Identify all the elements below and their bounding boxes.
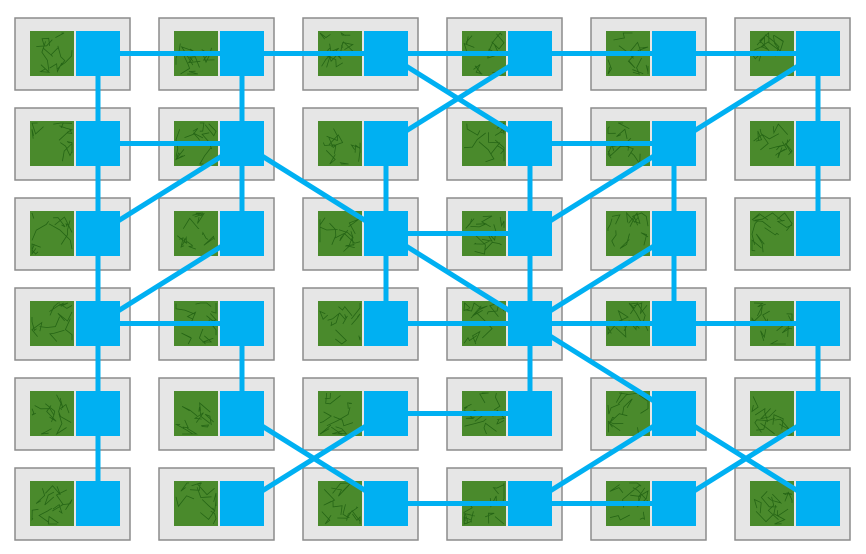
logic-trace-2-1: [177, 212, 215, 250]
logic-block-2-2: [318, 211, 362, 256]
switch-block-1-1: [220, 121, 264, 166]
logic-trace-5-2: [321, 482, 361, 525]
switch-block-1-3: [508, 121, 552, 166]
logic-block-5-2: [318, 481, 362, 526]
switch-block-2-2: [364, 211, 408, 256]
logic-trace-1-5: [753, 123, 793, 159]
switch-block-4-5: [796, 391, 840, 436]
switch-block-5-0: [76, 481, 120, 526]
logic-trace-2-5: [751, 212, 793, 253]
logic-block-1-5: [750, 121, 794, 166]
switch-block-0-4: [652, 31, 696, 76]
logic-trace-4-1: [174, 402, 214, 435]
logic-trace-2-4: [607, 211, 649, 249]
logic-block-4-0: [30, 391, 74, 436]
wire-43: [527, 411, 677, 506]
switch-block-3-0: [76, 301, 120, 346]
switch-block-5-4: [652, 481, 696, 526]
switch-block-5-5: [796, 481, 840, 526]
switch-block-3-2: [364, 301, 408, 346]
logic-block-4-4: [606, 391, 650, 436]
wire-26: [383, 231, 533, 326]
wire-16: [239, 141, 389, 236]
switch-block-4-2: [364, 391, 408, 436]
logic-block-2-0: [30, 211, 74, 256]
wire-37: [527, 321, 677, 416]
switch-block-layer: [76, 31, 840, 526]
logic-trace-2-2: [319, 217, 361, 252]
wire-42: [239, 411, 389, 506]
switch-block-0-3: [508, 31, 552, 76]
logic-trace-1-0: [31, 122, 74, 162]
switch-block-1-2: [364, 121, 408, 166]
switch-block-4-1: [220, 391, 264, 436]
switch-block-1-0: [76, 121, 120, 166]
logic-trace-5-1: [175, 482, 217, 525]
logic-block-4-1: [174, 391, 218, 436]
logic-block-5-5: [750, 481, 794, 526]
wire-14: [95, 141, 245, 236]
logic-block-4-2: [318, 391, 362, 436]
switch-block-4-0: [76, 391, 120, 436]
logic-trace-1-2: [322, 128, 361, 165]
wire-19: [527, 141, 677, 236]
logic-trace-5-5: [753, 491, 793, 525]
switch-block-2-1: [220, 211, 264, 256]
wire-8: [383, 51, 533, 146]
logic-trace-0-0: [36, 32, 73, 73]
switch-block-2-5: [796, 211, 840, 256]
switch-block-5-1: [220, 481, 264, 526]
switch-block-3-4: [652, 301, 696, 346]
switch-block-5-3: [508, 481, 552, 526]
switch-block-2-0: [76, 211, 120, 256]
logic-block-1-0: [30, 121, 74, 166]
logic-trace-3-0: [31, 302, 73, 342]
logic-block-2-1: [174, 211, 218, 256]
switch-block-1-5: [796, 121, 840, 166]
switch-block-4-3: [508, 391, 552, 436]
wire-24: [95, 231, 245, 326]
logic-trace-5-0: [31, 485, 73, 525]
logic-block-2-5: [750, 211, 794, 256]
switch-block-3-5: [796, 301, 840, 346]
switch-block-2-4: [652, 211, 696, 256]
logic-trace-3-2: [319, 303, 361, 345]
wire-28: [527, 231, 677, 326]
switch-block-1-4: [652, 121, 696, 166]
logic-trace-4-2: [319, 392, 354, 435]
logic-trace-2-0: [31, 212, 73, 256]
switch-block-0-2: [364, 31, 408, 76]
wire-9: [671, 51, 821, 146]
switch-block-2-3: [508, 211, 552, 256]
switch-block-0-5: [796, 31, 840, 76]
wire-45: [671, 411, 821, 506]
switch-block-0-1: [220, 31, 264, 76]
switch-block-0-0: [76, 31, 120, 76]
switch-block-3-3: [508, 301, 552, 346]
switch-block-5-2: [364, 481, 408, 526]
logic-trace-4-0: [31, 394, 72, 436]
logic-block-5-1: [174, 481, 218, 526]
logic-block-3-2: [318, 301, 362, 346]
switch-block-4-4: [652, 391, 696, 436]
switch-block-3-1: [220, 301, 264, 346]
